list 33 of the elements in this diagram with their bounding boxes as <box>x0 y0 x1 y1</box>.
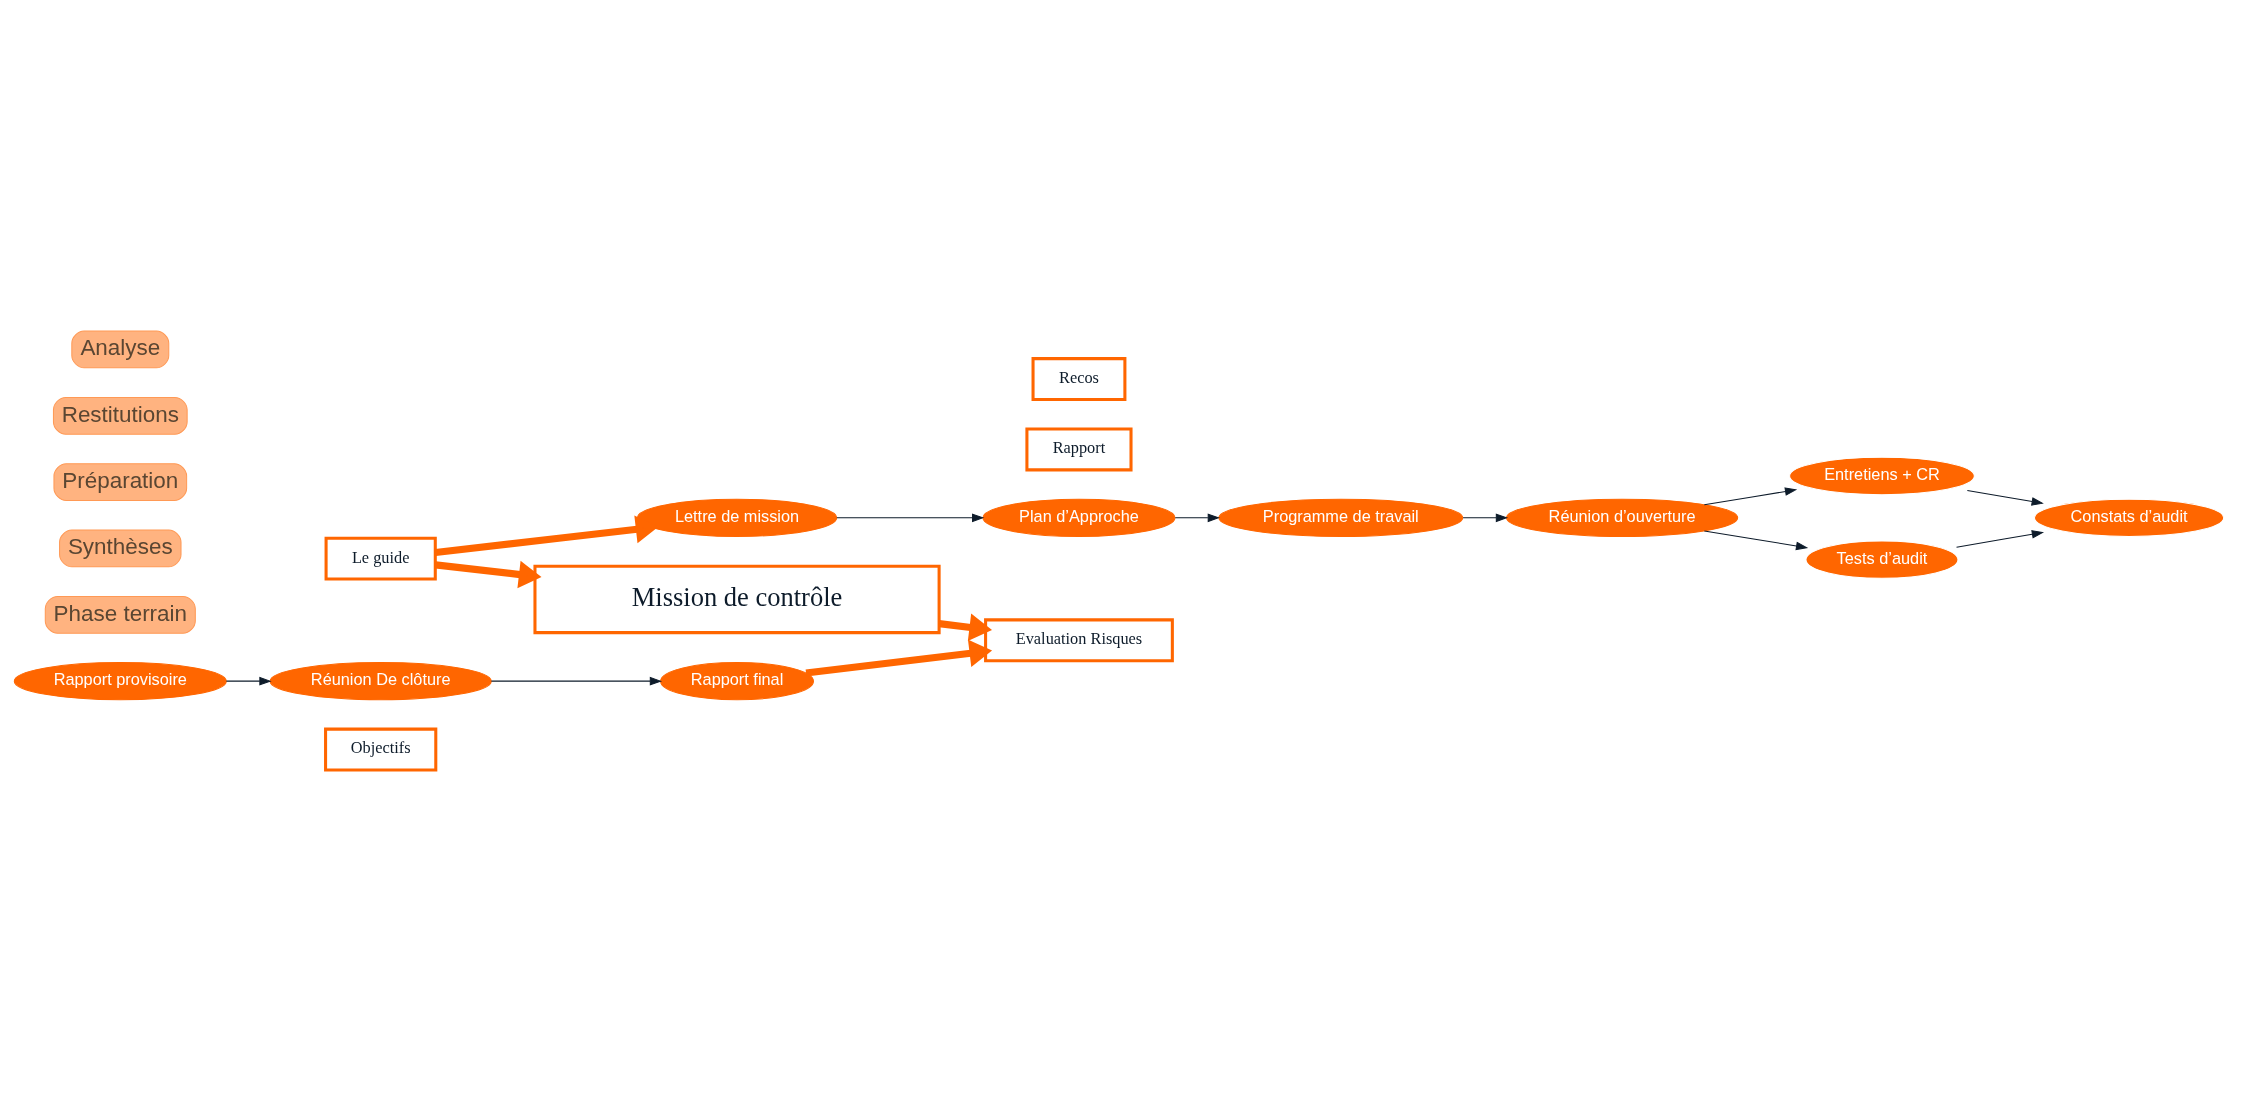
node-ellipse: Réunion De clôture <box>269 661 492 701</box>
node-box: Evaluation Risques <box>984 618 1174 663</box>
arrow <box>1703 487 1798 506</box>
arrow <box>1174 513 1220 523</box>
arrow <box>225 676 272 686</box>
arrow <box>1703 530 1809 551</box>
arrow <box>435 560 542 589</box>
node-ellipse: Plan d’Approche <box>982 498 1176 537</box>
node-ellipse: Rapport final <box>660 661 814 701</box>
node-ellipse: Lettre de mission <box>636 498 838 537</box>
label: Analyse <box>80 335 161 361</box>
arrow <box>435 515 659 556</box>
node-box: Rapport <box>1025 427 1133 472</box>
node-ellipse: Programme de travail <box>1218 498 1464 537</box>
label: Préparation <box>62 467 179 493</box>
node-ellipse: Réunion d’ouverture <box>1506 498 1739 537</box>
label: Phase terrain <box>53 600 188 626</box>
node-ellipse: Entretiens + CR <box>1789 456 1975 496</box>
node-box: Objectifs <box>324 727 438 772</box>
label: Restitutions <box>61 401 179 427</box>
arrow <box>490 676 663 686</box>
arrow <box>1966 489 2044 506</box>
node-box: Le guide <box>324 536 437 581</box>
arrow <box>938 613 992 642</box>
node-ellipse: Rapport provisoire <box>13 661 227 701</box>
node-box: Mission de contrôle <box>533 564 941 635</box>
node-ellipse: Tests d’audit <box>1805 540 1959 579</box>
arrow <box>805 639 993 677</box>
node-box: Recos <box>1031 357 1127 401</box>
arrow <box>836 513 985 523</box>
label: Synthèses <box>67 534 173 560</box>
arrow <box>1462 513 1509 523</box>
arrow <box>1956 530 2045 548</box>
